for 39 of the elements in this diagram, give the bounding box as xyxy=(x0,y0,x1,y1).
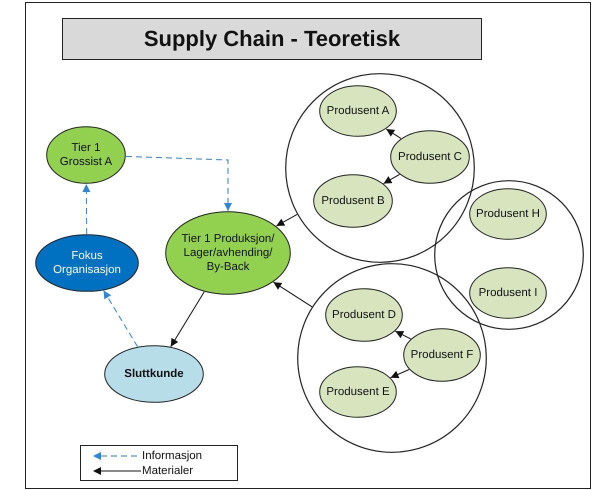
legend-label: Informasjon xyxy=(142,450,202,462)
node-label: Sluttkunde xyxy=(124,367,184,381)
node-label: Fokus Organisasjon xyxy=(52,249,122,277)
node-label: Tier 1 Produksjon/ Lager/avhending/ By-Back xyxy=(180,232,276,274)
node-label: Produsent I xyxy=(478,286,538,300)
entity-ellipse xyxy=(390,130,470,184)
node-label: Produsent C xyxy=(398,150,462,164)
dashed-arrow xyxy=(82,184,90,234)
arrow xyxy=(390,369,410,378)
entity-ellipse xyxy=(165,211,291,295)
node-label: Produsent B xyxy=(321,194,385,208)
entity-ellipse xyxy=(46,126,126,184)
arrow xyxy=(272,282,312,308)
node-label: Produsent F xyxy=(410,348,474,362)
entity-ellipse xyxy=(319,85,397,137)
node-label: Produsent D xyxy=(332,308,396,322)
node-label: Produsent H xyxy=(476,207,540,221)
entity-ellipse xyxy=(35,234,139,292)
arrow xyxy=(386,128,402,139)
entity-ellipse xyxy=(104,345,204,403)
node-label: Produsent E xyxy=(326,385,390,399)
legend-label: Materialer xyxy=(142,464,194,476)
node-label: Produsent A xyxy=(326,104,390,118)
dashed-arrow xyxy=(103,290,138,348)
entity-ellipse xyxy=(325,288,403,342)
group-circle xyxy=(434,180,584,330)
entity-ellipse xyxy=(469,267,547,319)
dashed-arrow xyxy=(126,156,232,212)
arrow xyxy=(394,330,412,340)
entity-ellipse xyxy=(313,174,393,228)
entity-ellipse xyxy=(403,328,481,382)
group-circle xyxy=(285,73,475,263)
arrow xyxy=(276,214,298,226)
arrow xyxy=(170,291,205,348)
arrow xyxy=(383,174,400,184)
title-banner: Supply Chain - Teoretisk xyxy=(62,18,482,60)
entity-ellipse xyxy=(319,366,397,418)
node-label: Tier 1 Grossist A xyxy=(58,141,114,169)
entity-ellipse xyxy=(469,188,547,240)
